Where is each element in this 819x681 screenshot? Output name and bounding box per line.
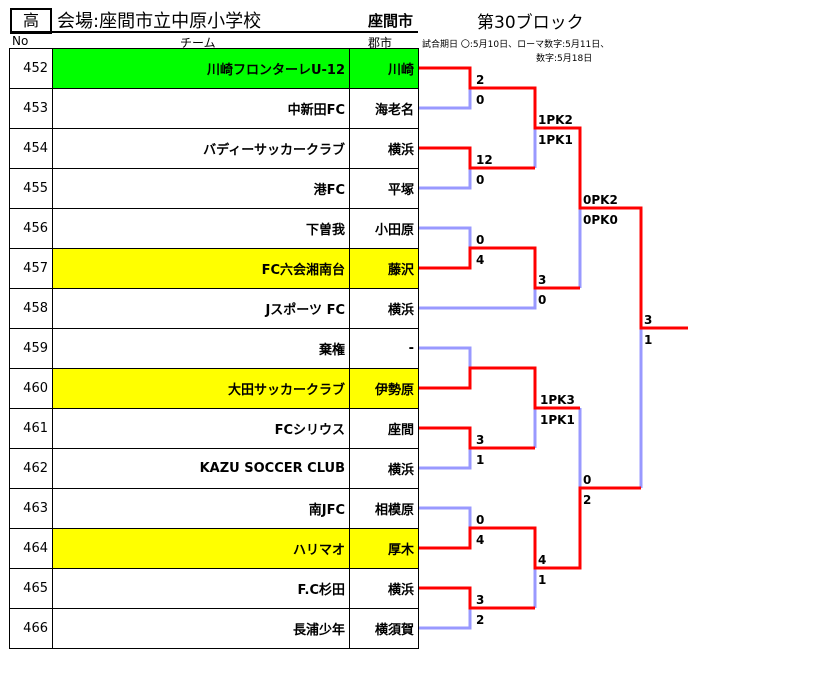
match-score: 0 <box>476 513 485 527</box>
team-number: 457 <box>9 248 53 289</box>
team-number: 461 <box>9 408 53 449</box>
team-number: 466 <box>9 608 53 649</box>
match-score: 0 <box>583 473 592 487</box>
category-badge: 高 <box>10 8 52 34</box>
team-number: 454 <box>9 128 53 169</box>
match-score: 1PK1 <box>538 133 573 147</box>
team-city: 川崎 <box>349 48 419 89</box>
match-score: 1PK3 <box>540 393 575 407</box>
team-city: 横浜 <box>349 568 419 609</box>
match-score: 1PK2 <box>538 113 573 127</box>
match-score: 1 <box>476 453 485 467</box>
team-name: 南JFC <box>52 488 350 529</box>
team-city: 海老名 <box>349 88 419 129</box>
team-name: ハリマオ <box>52 528 350 569</box>
schedule-note-2: 数字:5月18日 <box>536 54 593 64</box>
team-number: 465 <box>9 568 53 609</box>
team-city: 小田原 <box>349 208 419 249</box>
header-divider <box>10 31 418 33</box>
team-name: バディーサッカークラブ <box>52 128 350 169</box>
match-score: 12 <box>476 153 493 167</box>
match-score: 3 <box>476 593 485 607</box>
team-name: 棄権 <box>52 328 350 369</box>
team-name: 港FC <box>52 168 350 209</box>
match-score: 0 <box>476 173 485 187</box>
team-city: 横須賀 <box>349 608 419 649</box>
col-city-header: 郡市 <box>368 36 393 50</box>
venue-title: 会場:座間市立中原小学校 <box>57 11 262 32</box>
team-name: 下曽我 <box>52 208 350 249</box>
match-score: 4 <box>538 553 547 567</box>
team-city: - <box>349 328 419 369</box>
match-score: 2 <box>583 493 592 507</box>
match-score: 3 <box>476 433 485 447</box>
match-score: 4 <box>476 253 485 267</box>
match-score: 2 <box>476 73 485 87</box>
team-number: 456 <box>9 208 53 249</box>
team-city: 平塚 <box>349 168 419 209</box>
team-number: 462 <box>9 448 53 489</box>
team-city: 相模原 <box>349 488 419 529</box>
team-city: 藤沢 <box>349 248 419 289</box>
match-score: 3 <box>538 273 547 287</box>
team-name: 川崎フロンターレU-12 <box>52 48 350 89</box>
team-city: 横浜 <box>349 288 419 329</box>
schedule-note: 試合期日 〇:5月10日、ローマ数字:5月11日、 <box>422 40 610 50</box>
match-score: 3 <box>644 313 653 327</box>
host-city: 座間市 <box>368 12 414 30</box>
match-score: 0PK2 <box>583 193 618 207</box>
team-name: 長浦少年 <box>52 608 350 649</box>
team-city: 厚木 <box>349 528 419 569</box>
team-name: KAZU SOCCER CLUB <box>52 448 350 489</box>
match-score: 1PK1 <box>540 413 575 427</box>
match-score: 2 <box>476 613 485 627</box>
match-score: 0PK0 <box>583 213 618 227</box>
match-score: 1 <box>644 333 653 347</box>
block-title: 第30ブロック <box>477 13 584 33</box>
col-no-header: No <box>12 34 29 48</box>
team-number: 463 <box>9 488 53 529</box>
match-score: 1 <box>538 573 547 587</box>
match-score: 0 <box>476 93 485 107</box>
team-number: 464 <box>9 528 53 569</box>
match-score: 0 <box>476 233 485 247</box>
team-city: 横浜 <box>349 128 419 169</box>
col-team-header: チーム <box>180 36 216 50</box>
team-name: 大田サッカークラブ <box>52 368 350 409</box>
match-score: 0 <box>538 293 547 307</box>
match-score: 4 <box>476 533 485 547</box>
